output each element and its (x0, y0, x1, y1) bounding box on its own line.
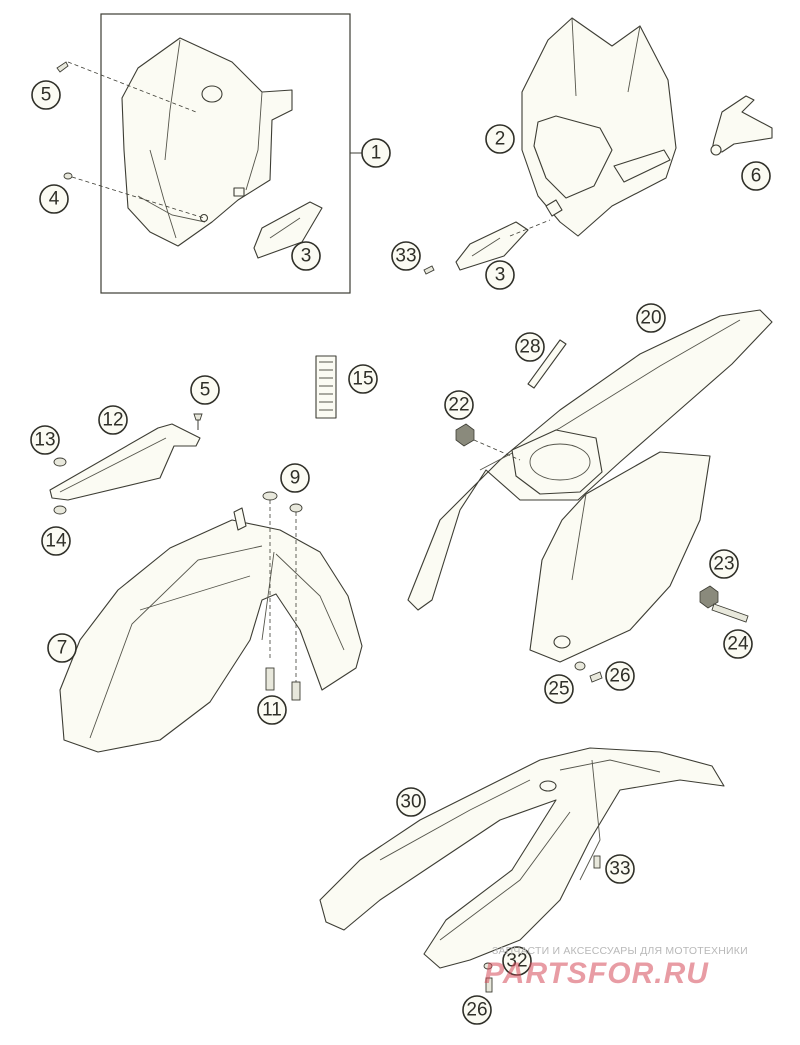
front-fender-7 (59, 507, 363, 753)
svg-text:15: 15 (352, 369, 373, 390)
callout-3-right: 3 (485, 260, 515, 290)
callout-28: 28 (515, 332, 545, 362)
callout-13: 13 (30, 425, 60, 455)
svg-text:33: 33 (395, 246, 416, 267)
watermark-logo: PARTSFOR.RU (484, 957, 709, 990)
callout-14: 14 (41, 526, 71, 556)
callout-15: 15 (348, 364, 378, 394)
screw-33-top (423, 265, 435, 275)
callout-33-top: 33 (391, 241, 421, 271)
screw-32 (483, 962, 493, 970)
svg-text:20: 20 (640, 308, 661, 329)
leader-4 (71, 176, 205, 219)
bolt-11-a (265, 667, 275, 691)
bolt-11-b (291, 681, 301, 701)
callout-24: 24 (723, 629, 753, 659)
callout-32: 32 (502, 946, 532, 976)
bolt-24 (711, 603, 749, 623)
svg-text:5: 5 (200, 380, 211, 401)
svg-text:2: 2 (495, 129, 506, 150)
headlight-bracket-6 (710, 95, 773, 156)
svg-text:9: 9 (290, 468, 301, 489)
screw-13 (53, 457, 67, 467)
svg-text:14: 14 (45, 531, 67, 552)
callout-5-mid: 5 (190, 375, 220, 405)
callout-22: 22 (444, 390, 474, 420)
leader-3-right (509, 219, 551, 237)
callout-26-bottom: 26 (462, 995, 492, 1025)
callout-3-left: 3 (291, 241, 321, 271)
callout-33-bottom: 33 (605, 854, 635, 884)
washer-25 (574, 661, 586, 671)
svg-text:23: 23 (713, 554, 734, 575)
rear-fender-20 (407, 309, 773, 611)
svg-text:24: 24 (727, 634, 749, 655)
callout-6: 6 (741, 161, 771, 191)
callout-2: 2 (485, 124, 515, 154)
svg-text:26: 26 (609, 666, 630, 687)
side-panel-20 (529, 451, 711, 663)
nut-23 (699, 585, 719, 609)
screw-33-bottom (593, 855, 601, 869)
callout-23: 23 (709, 549, 739, 579)
leader-22 (473, 439, 521, 461)
headlight-mask-2 (521, 17, 677, 237)
nut-14 (53, 505, 67, 515)
svg-text:26: 26 (466, 1000, 487, 1021)
washer-9-a (262, 491, 278, 501)
svg-text:30: 30 (400, 792, 421, 813)
decal-strip-15 (315, 355, 337, 419)
svg-text:32: 32 (506, 951, 527, 972)
svg-text:6: 6 (751, 166, 762, 187)
svg-text:5: 5 (41, 85, 52, 106)
svg-text:12: 12 (102, 410, 123, 431)
svg-text:3: 3 (495, 265, 506, 286)
callout-1: 1 (361, 138, 391, 168)
callout-30: 30 (396, 787, 426, 817)
svg-text:13: 13 (34, 430, 55, 451)
svg-text:11: 11 (262, 700, 282, 721)
sticker-3-right (455, 221, 529, 271)
svg-text:4: 4 (49, 189, 60, 210)
callout-7: 7 (47, 633, 77, 663)
svg-text:3: 3 (301, 246, 312, 267)
nut-22 (455, 423, 475, 447)
callout-4: 4 (39, 184, 69, 214)
callout-9: 9 (280, 463, 310, 493)
callout-12: 12 (98, 405, 128, 435)
svg-text:33: 33 (609, 859, 630, 880)
svg-text:1: 1 (371, 143, 382, 164)
rear-subframe-30 (319, 747, 725, 969)
svg-text:28: 28 (519, 337, 540, 358)
callout-11: 11 (257, 695, 287, 725)
screw-26-mid (589, 671, 603, 683)
headlight-mask-assembly (121, 37, 293, 247)
callout-20: 20 (636, 303, 666, 333)
callout-5-top: 5 (31, 80, 61, 110)
watermark-tagline: ЗАПЧАСТИ И АКСЕССУАРЫ ДЛЯ МОТОТЕХНИКИ (492, 945, 748, 957)
callout-26-mid: 26 (605, 661, 635, 691)
callout-25: 25 (544, 674, 574, 704)
washer-9-b (289, 503, 303, 513)
screw-26-bottom (485, 977, 493, 993)
svg-text:25: 25 (548, 679, 569, 700)
fork-guard-12 (49, 423, 201, 501)
screw-5-top (56, 61, 69, 73)
svg-text:22: 22 (448, 395, 469, 416)
screw-5-mid (193, 413, 203, 430)
leader-5-top (67, 61, 197, 113)
sticker-28 (527, 339, 567, 389)
screw-4 (63, 172, 73, 180)
svg-text:7: 7 (57, 638, 68, 659)
